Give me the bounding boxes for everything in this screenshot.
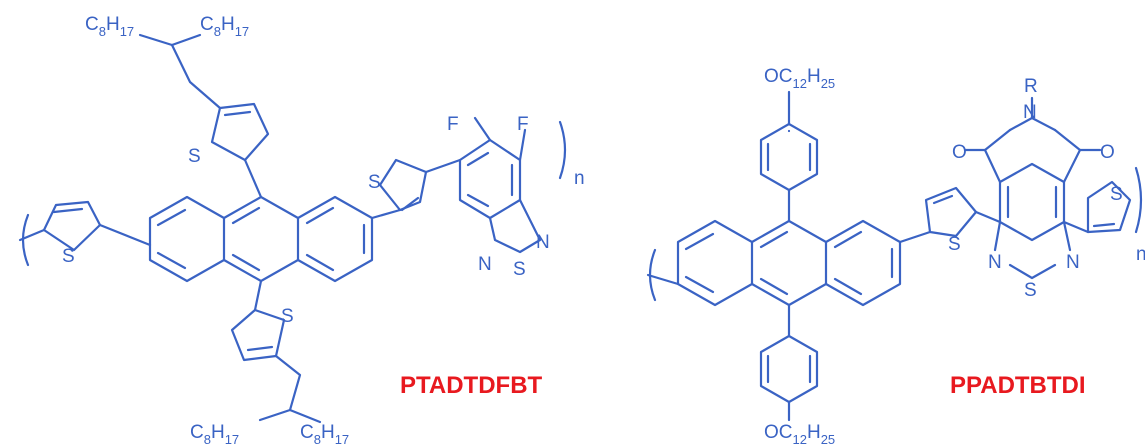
anthracene-core-2 [646, 219, 902, 307]
side-chain-label: C8H17 [200, 14, 249, 39]
sulfur-atom: S [281, 306, 294, 327]
difluorobenzothiadiazole-unit [458, 116, 567, 254]
bottom-thiophene-1 [230, 279, 322, 424]
molecule-ptadtdfbt: S S C8H17 C8H17 S C8H17 C8H17 [18, 14, 585, 444]
right-thiophene-1 [370, 158, 462, 220]
alkoxy-label: OC12H25 [764, 66, 835, 91]
oxygen-atom: O [952, 142, 967, 163]
alkoxy-label: OC12H25 [764, 422, 835, 444]
anthracene-core-1 [148, 195, 374, 283]
sulfur-atom: S [1024, 280, 1037, 301]
sulfur-atom: S [368, 172, 381, 193]
top-phenyl [759, 90, 819, 223]
top-thiophene-1 [138, 33, 270, 199]
nitrogen-atom: N [1023, 102, 1037, 123]
sulfur-atom: S [513, 259, 526, 280]
sulfur-atom: S [948, 234, 961, 255]
nitrogen-atom: N [478, 254, 492, 275]
middle-thiophene-2 [898, 186, 1002, 244]
bottom-phenyl [759, 303, 819, 422]
sulfur-atom: S [62, 246, 75, 267]
nitrogen-atom: N [1066, 252, 1080, 273]
nitrogen-atom: N [536, 232, 550, 253]
nitrogen-atom: N [988, 252, 1002, 273]
side-chain-label: C8H17 [85, 14, 134, 39]
oxygen-atom: O [1100, 142, 1115, 163]
fluorine-atom: F [447, 114, 459, 135]
molecule-ppadtbtdi: OC12H25 OC12H25 S R [646, 66, 1145, 444]
left-thiophene-1 [18, 200, 152, 267]
side-chain-label: C8H17 [190, 422, 239, 444]
side-chain-label: C8H17 [300, 422, 349, 444]
r-group: R [1024, 76, 1038, 97]
repeat-subscript: n [1136, 244, 1145, 265]
sulfur-atom: S [1110, 184, 1123, 205]
right-thiophene-2 [1086, 166, 1143, 234]
fluorine-atom: F [517, 114, 529, 135]
sulfur-atom: S [188, 146, 201, 167]
molecule-name-ppadtbtdi: PPADTBTDI [950, 372, 1086, 399]
btdi-unit [963, 96, 1102, 280]
repeat-subscript: n [574, 168, 585, 189]
molecule-name-ptadtdfbt: PTADTDFBT [400, 372, 543, 399]
